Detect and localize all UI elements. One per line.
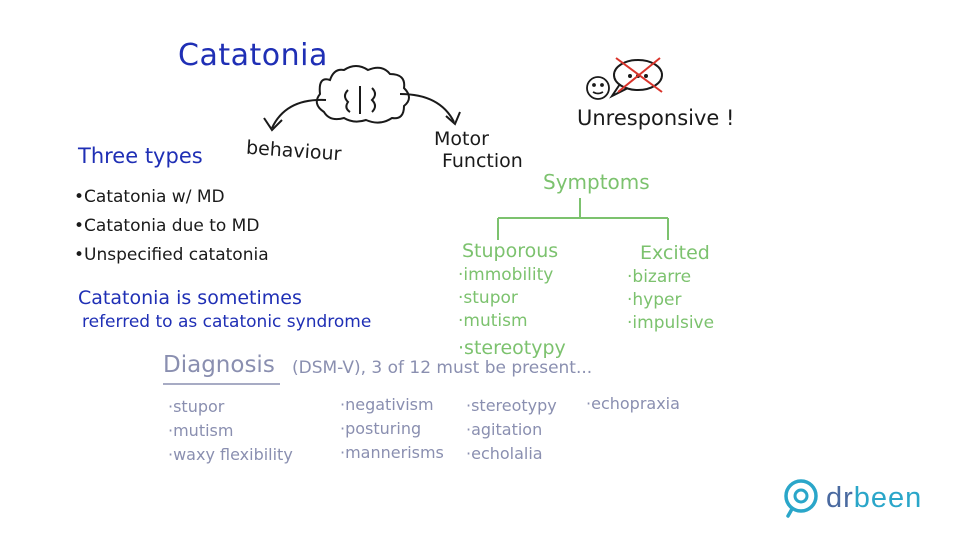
- list-item: echopraxia: [586, 392, 680, 416]
- note-line1: Catatonia is sometimes: [78, 287, 302, 309]
- diagnosis-heading: Diagnosis: [163, 352, 275, 378]
- unresponsive-label: Unresponsive !: [577, 106, 735, 130]
- list-item: Catatonia w/ MD: [74, 183, 269, 212]
- list-item: stupor: [458, 287, 566, 310]
- symptoms-tree-lines: [497, 198, 669, 240]
- page-title: Catatonia: [178, 38, 328, 73]
- list-item: waxy flexibility: [168, 443, 293, 467]
- crossed-speech-bubble-icon: [609, 57, 663, 99]
- face-icon: [586, 76, 610, 100]
- list-item: posturing: [340, 417, 444, 441]
- list-item: mutism: [458, 310, 566, 333]
- list-item: stupor: [168, 395, 293, 419]
- list-item: stereotypy: [466, 394, 557, 418]
- list-item: impulsive: [627, 312, 714, 335]
- list-item: hyper: [627, 289, 714, 312]
- arrow-to-behaviour: [271, 98, 327, 129]
- list-item: mutism: [168, 419, 293, 443]
- list-item: agitation: [466, 418, 557, 442]
- stuporous-heading: Stuporous: [462, 240, 559, 262]
- excited-list: bizarre hyper impulsive: [627, 266, 714, 335]
- list-item: immobility: [458, 264, 566, 287]
- list-item: Unspecified catatonia: [74, 241, 269, 270]
- list-item: Catatonia due to MD: [74, 212, 269, 241]
- list-item: negativism: [340, 393, 444, 417]
- diagnosis-subtitle: (DSM-V), 3 of 12 must be present...: [292, 358, 593, 378]
- three-types-heading: Three types: [78, 144, 203, 168]
- list-item: stereotypy: [458, 337, 566, 360]
- diagnosis-col4: echopraxia: [586, 392, 680, 416]
- stethoscope-icon: [784, 479, 818, 518]
- logo-been: been: [853, 481, 923, 514]
- list-item: mannerisms: [340, 441, 444, 465]
- three-types-list: Catatonia w/ MD Catatonia due to MD Unsp…: [74, 183, 269, 270]
- diagnosis-col3: stereotypy agitation echolalia: [466, 394, 557, 466]
- branch-motor: Motor: [434, 128, 489, 150]
- logo-dr: dr: [826, 481, 854, 514]
- diagnosis-col2: negativism posturing mannerisms: [340, 393, 444, 465]
- branch-function: Function: [442, 150, 523, 172]
- brain-icon: [315, 65, 410, 124]
- excited-heading: Excited: [640, 242, 710, 264]
- diagnosis-col1: stupor mutism waxy flexibility: [168, 395, 293, 467]
- note-line2: referred to as catatonic syndrome: [82, 312, 372, 332]
- symptoms-heading: Symptoms: [543, 170, 650, 194]
- stuporous-list: immobility stupor mutism stereotypy: [458, 264, 566, 360]
- list-item: echolalia: [466, 442, 557, 466]
- arrow-to-motor-function: [399, 93, 455, 123]
- list-item: bizarre: [627, 266, 714, 289]
- drbeen-logo: drbeen: [782, 478, 922, 518]
